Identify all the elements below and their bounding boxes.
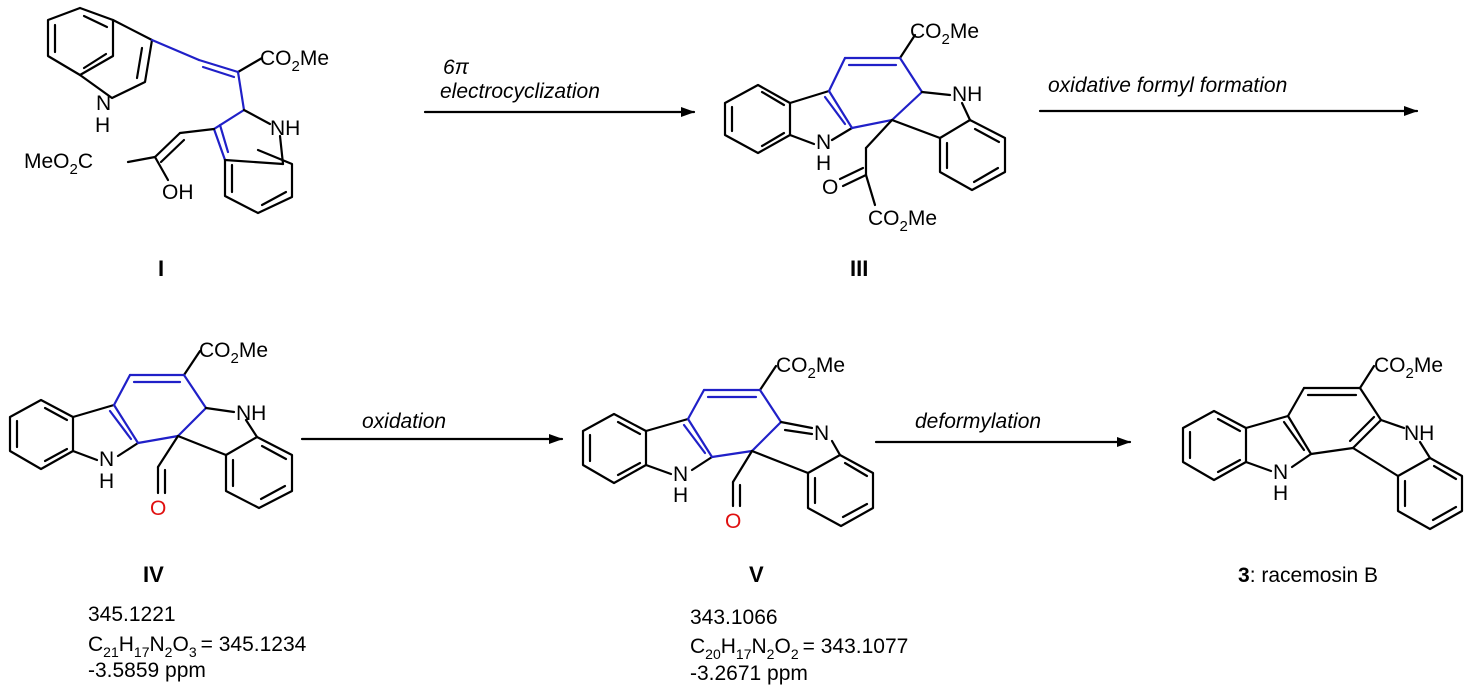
IV-ms-formula: C21H17N2O3= 345.1234: [88, 633, 307, 660]
III-indole-N: N: [816, 131, 831, 154]
step1-label-line1: 6π: [443, 56, 470, 79]
V-ms-observed: 343.1066: [690, 606, 778, 629]
V-ms-formula: C20H17N2O2= 343.1077: [690, 635, 908, 662]
step3-label: oxidation: [362, 410, 446, 433]
step1-label-line2: electrocyclization: [440, 80, 600, 103]
I-top-H: H: [95, 114, 110, 137]
V-ms-error: -3.2671 ppm: [690, 662, 808, 685]
I-ester-left: MeO2C: [24, 150, 93, 178]
V-formyl-O: O: [725, 510, 741, 533]
3-indole-N: N: [1273, 461, 1288, 484]
compound-V-structure: [581, 364, 875, 528]
compound-3-label: 3: racemosin B: [1238, 564, 1378, 587]
IV-indole-N: N: [99, 448, 114, 471]
IV-indole-H: H: [99, 470, 114, 493]
3-NH: NH: [1404, 422, 1434, 445]
compound-IV-label: IV: [143, 562, 164, 587]
IV-ms-error: -3.5859 ppm: [88, 659, 206, 682]
compound-I-structure: [46, 6, 294, 215]
III-ketone-O: O: [822, 176, 838, 199]
I-ester-top: CO2Me: [260, 47, 329, 75]
3-indole-H: H: [1273, 482, 1288, 505]
step4-label: deformylation: [915, 410, 1041, 433]
3-ester: CO2Me: [1374, 354, 1443, 382]
IV-formyl-O: O: [150, 497, 166, 520]
IV-NH: NH: [236, 402, 266, 425]
III-indole-H: H: [816, 152, 831, 175]
IV-ms-observed: 345.1221: [88, 603, 176, 626]
I-bottom-NH: NH: [270, 117, 300, 140]
III-ester-top: CO2Me: [910, 20, 979, 48]
III-NH: NH: [952, 83, 982, 106]
V-imine-N: N: [814, 422, 829, 445]
compound-III-structure: [723, 33, 1007, 207]
V-indole-N: N: [673, 463, 688, 486]
compound-IV-structure: [8, 349, 294, 510]
IV-ester: CO2Me: [199, 339, 268, 367]
compound-III-label: III: [850, 256, 868, 281]
compound-3-structure: [1181, 364, 1464, 531]
compound-V-label: V: [749, 562, 764, 587]
I-OH: OH: [162, 181, 194, 204]
III-ester-bottom: CO2Me: [868, 207, 937, 235]
I-top-N: N: [96, 92, 111, 115]
V-ester: CO2Me: [776, 354, 845, 382]
compound-I-label: I: [158, 256, 164, 281]
step2-label: oxidative formyl formation: [1048, 74, 1287, 97]
V-indole-H: H: [673, 484, 688, 507]
